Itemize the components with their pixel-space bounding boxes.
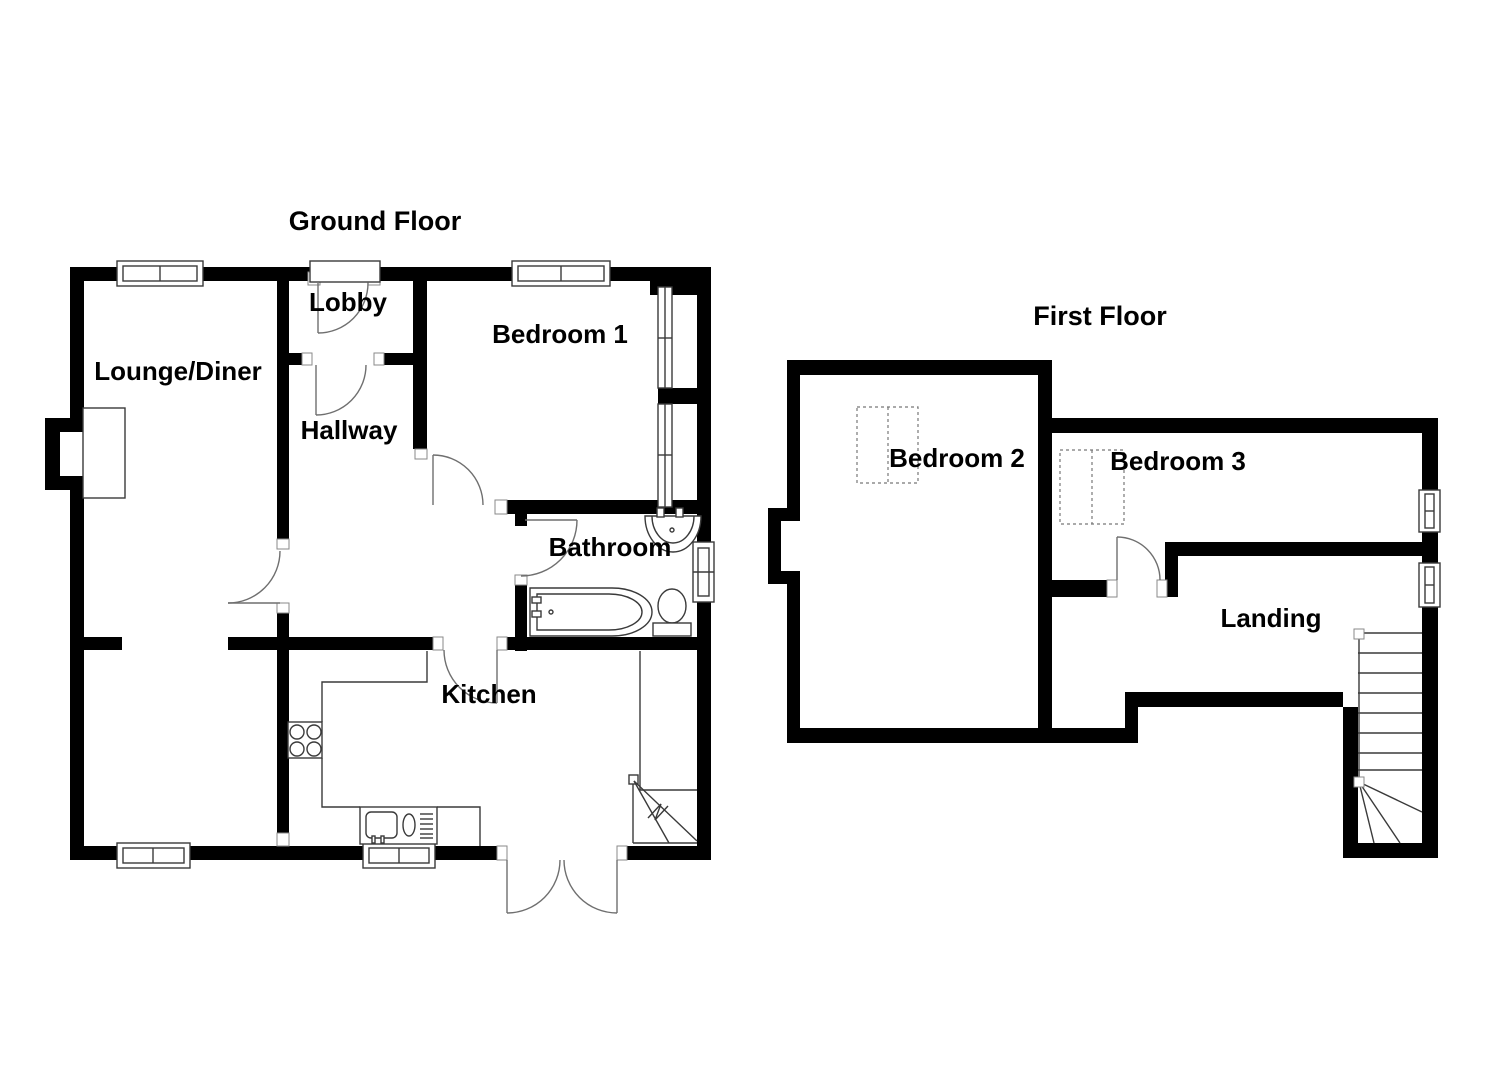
sink-unit-icon xyxy=(359,806,438,845)
lobby-hallway-door xyxy=(315,364,367,416)
room-label-bedroom3: Bedroom 3 xyxy=(1110,446,1246,476)
room-label-lobby: Lobby xyxy=(309,287,388,317)
window-icon xyxy=(692,541,715,603)
bedroom3-door xyxy=(1116,536,1161,581)
window-icon xyxy=(362,842,436,869)
window-icon xyxy=(657,403,673,508)
window-icon xyxy=(1418,489,1441,533)
window-icon xyxy=(116,260,204,287)
front-door xyxy=(309,260,381,334)
hob-icon xyxy=(287,721,323,759)
window-icon xyxy=(657,286,673,389)
first-floor-walls xyxy=(768,360,1438,858)
room-label-lounge-diner: Lounge/Diner xyxy=(94,356,262,386)
first-floor-plan: First Floor xyxy=(768,301,1441,858)
window-icon xyxy=(511,260,611,287)
washbasin-icon xyxy=(644,507,702,553)
bedroom1-door xyxy=(432,454,484,506)
lounge-door xyxy=(227,550,281,604)
ground-floor-windows xyxy=(116,260,715,869)
staircase-icon xyxy=(1353,628,1423,844)
room-label-bedroom1: Bedroom 1 xyxy=(492,319,628,349)
kitchen-door xyxy=(443,649,498,704)
room-label-kitchen: Kitchen xyxy=(441,679,536,709)
first-floor-windows xyxy=(1418,489,1441,608)
folding-door-icon xyxy=(628,774,698,844)
room-label-hallway: Hallway xyxy=(301,415,398,445)
bathtub-icon xyxy=(529,587,653,637)
kitchen-worktop xyxy=(321,651,697,846)
ground-floor-fixtures xyxy=(82,407,702,846)
toilet-icon xyxy=(652,588,692,637)
room-label-bathroom: Bathroom xyxy=(549,532,672,562)
ground-floor-plan: Ground Floor xyxy=(45,206,715,914)
french-doors xyxy=(506,859,618,914)
ground-floor-title: Ground Floor xyxy=(289,206,462,236)
room-label-bedroom2: Bedroom 2 xyxy=(889,443,1025,473)
room-label-landing: Landing xyxy=(1220,603,1321,633)
ground-floor-doors xyxy=(227,260,698,914)
restricted-height-markers xyxy=(856,406,1125,525)
bathroom-door xyxy=(520,519,578,577)
fireplace-hearth xyxy=(82,407,126,499)
first-floor-title: First Floor xyxy=(1033,301,1167,331)
window-icon xyxy=(116,842,191,869)
window-icon xyxy=(1418,562,1441,608)
